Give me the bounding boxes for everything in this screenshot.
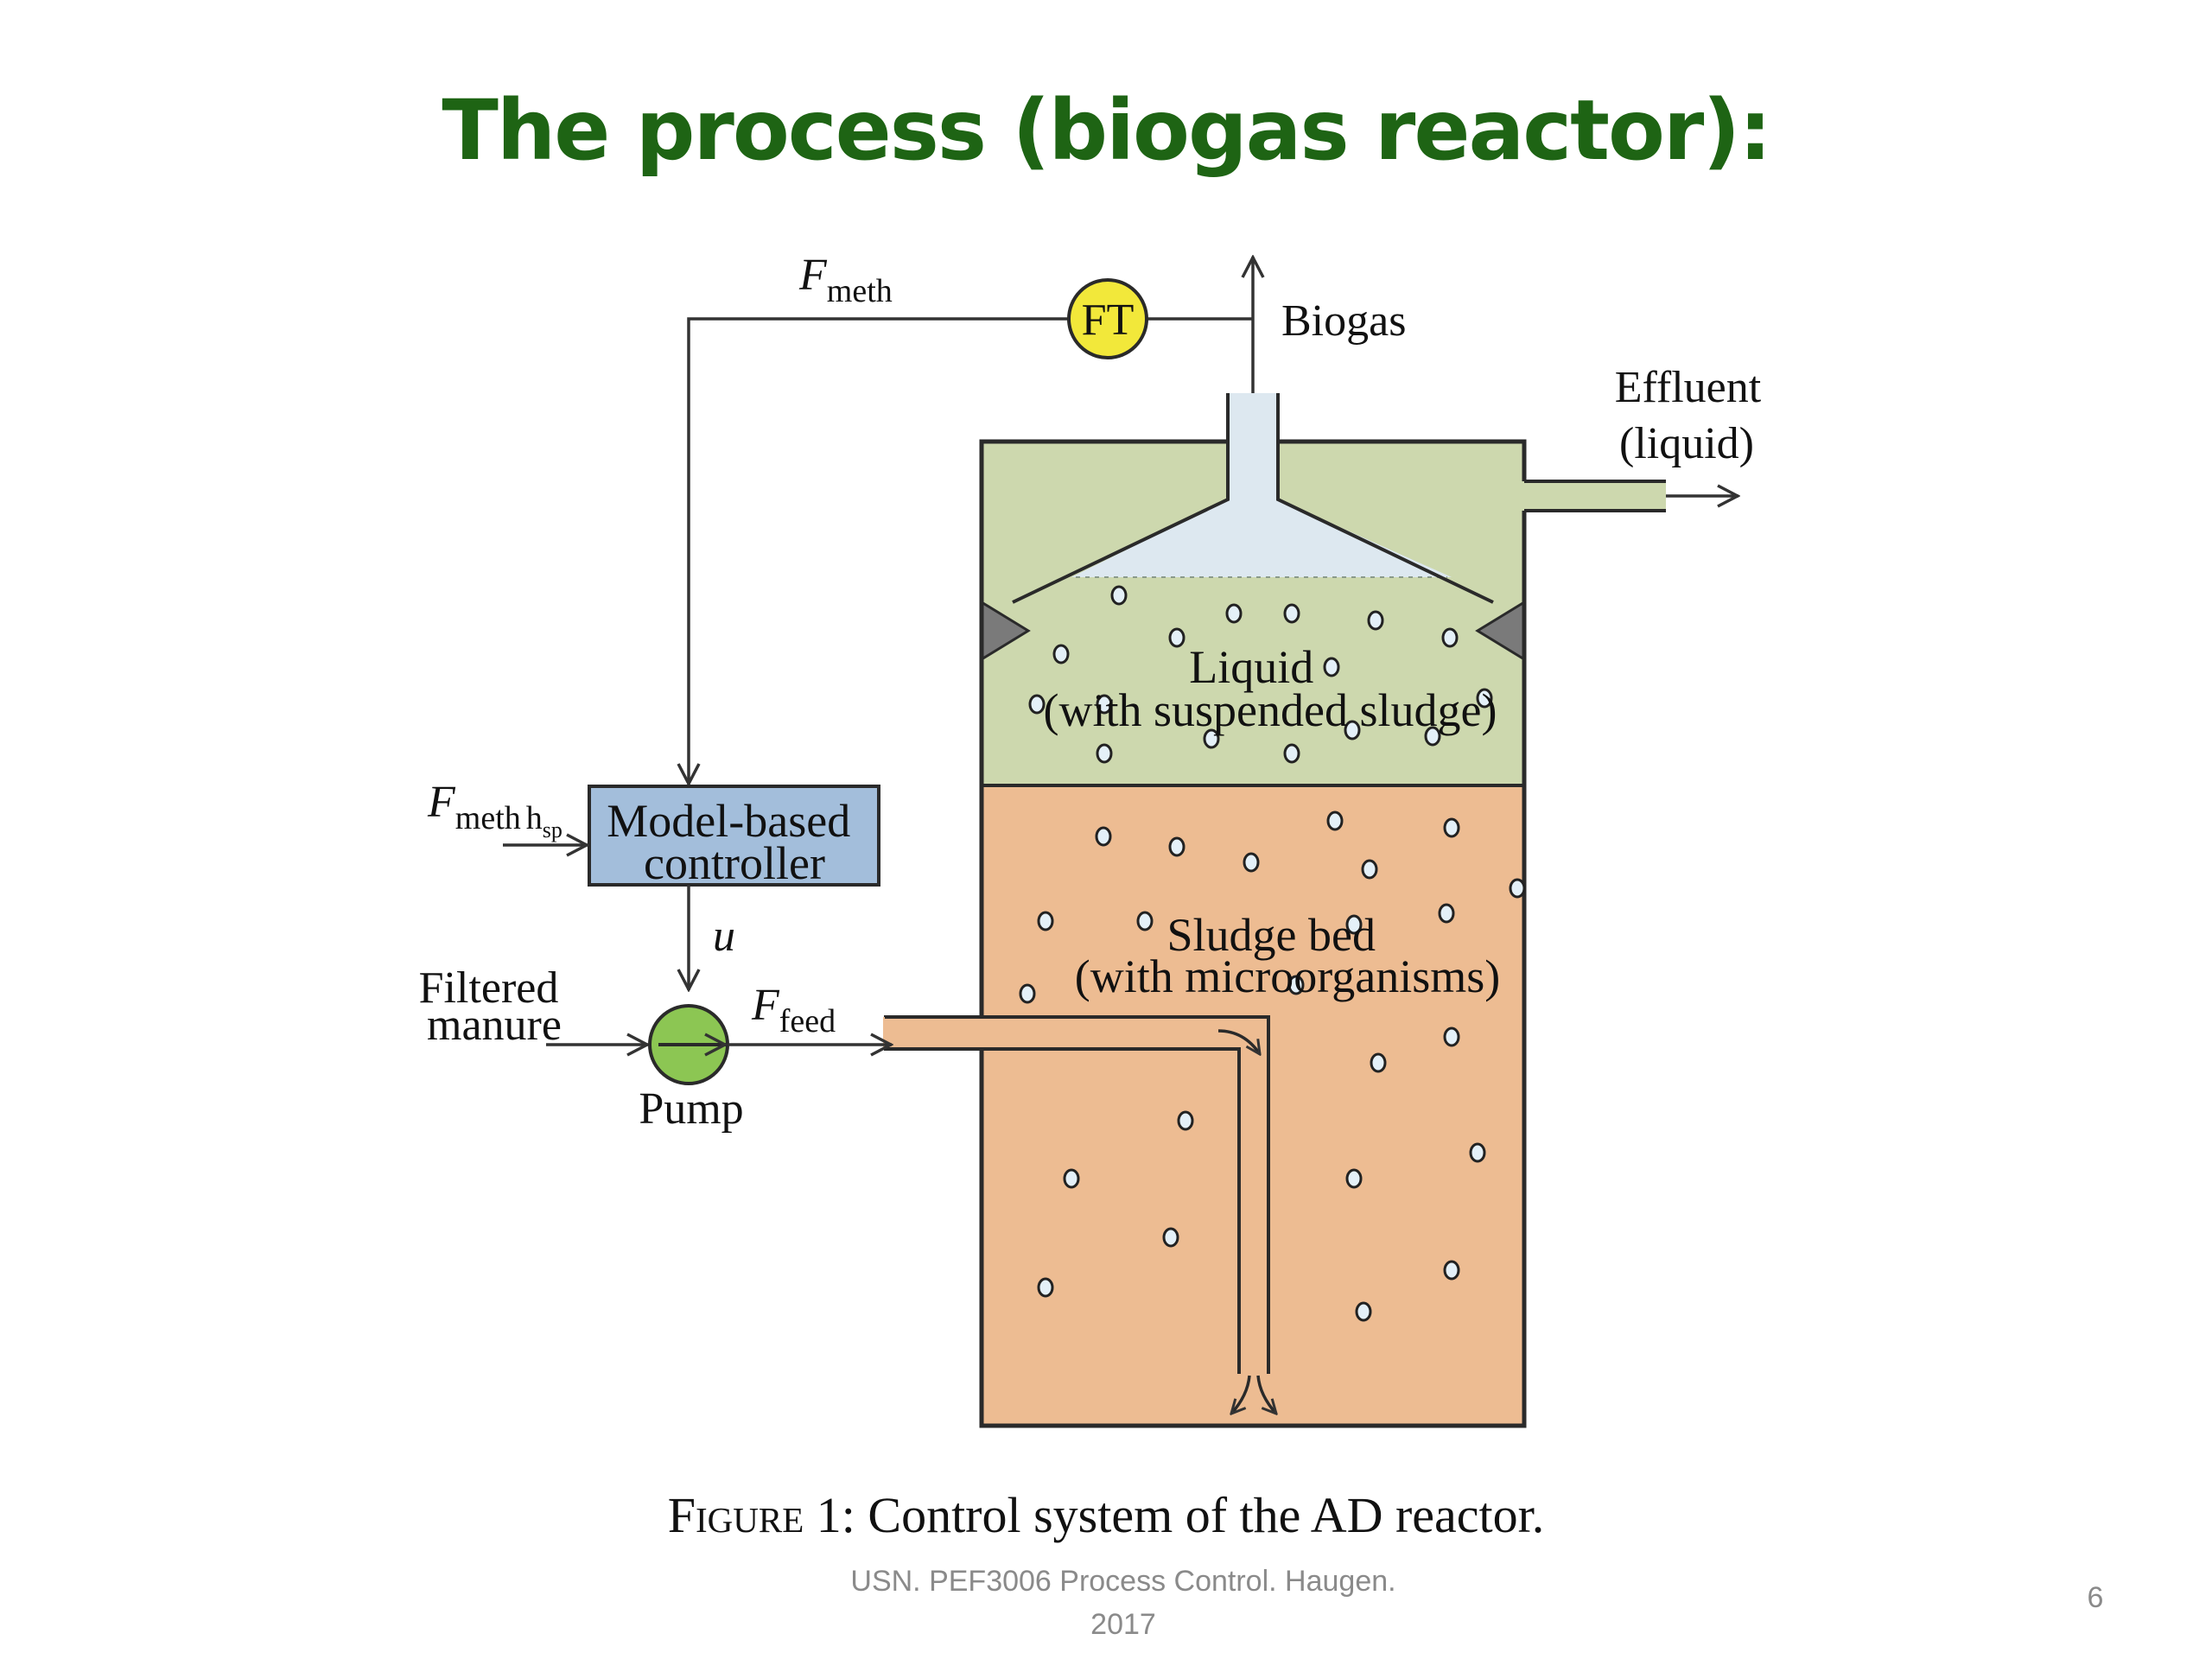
bubble: [1344, 720, 1361, 741]
u-label: u: [713, 912, 735, 961]
bubble: [1443, 1027, 1460, 1047]
feed-outlet-arrow-left: [1231, 1375, 1251, 1414]
bubble: [1019, 983, 1036, 1004]
feed-outlet-arrow-right: [1256, 1375, 1276, 1414]
bubble: [1037, 1277, 1054, 1298]
effluent-label: Effluent (liquid): [1615, 363, 1772, 468]
bubble: [1361, 859, 1378, 880]
figure-caption-label: Figure 1: [667, 1487, 842, 1543]
bubble: [1283, 603, 1300, 624]
bubble: [1443, 817, 1460, 838]
bubble: [1136, 911, 1154, 931]
bubble: [1096, 694, 1113, 715]
bubble: [1509, 878, 1526, 899]
f-meth-label: Fmeth: [798, 251, 893, 309]
bubble: [1168, 627, 1185, 648]
slide-title: The process (biogas reactor):: [442, 82, 1771, 179]
filtered-manure-label: Filtered manure: [419, 963, 570, 1050]
bubble: [1203, 728, 1220, 749]
footer-line-2: 2017: [1090, 1608, 1156, 1641]
bubble: [1476, 688, 1493, 709]
bubble: [1345, 1168, 1363, 1189]
bubble: [1096, 743, 1113, 764]
bubble: [1370, 1052, 1387, 1073]
controller-label-line1: Model-based: [607, 795, 850, 847]
controller-label-line2: controller: [644, 837, 825, 889]
bubbles: [1019, 585, 1526, 1322]
bubble: [1243, 852, 1260, 873]
bubble: [1095, 826, 1112, 847]
bubble: [1287, 975, 1305, 995]
effluent-pipe: [1522, 480, 1738, 512]
bubble: [1355, 1301, 1372, 1322]
bubble: [1037, 911, 1054, 931]
gas-hood-left: [1012, 393, 1230, 604]
liquid-zone-label: Liquid (with suspended sludge): [1044, 641, 1497, 736]
bubble: [1424, 726, 1441, 747]
bubble: [1326, 810, 1344, 831]
gas-hood-right: [1276, 393, 1494, 604]
bubble: [1052, 644, 1070, 664]
figure-caption-text: : Control system of the AD reactor.: [841, 1487, 1545, 1543]
bubble: [1063, 1168, 1080, 1189]
bubble: [1323, 657, 1340, 677]
sludge-bed-label: Sludge bed (with microorganisms): [1075, 909, 1500, 1002]
flow-transmitter-label: FT: [1082, 296, 1135, 345]
pump-label: Pump: [639, 1084, 743, 1134]
bubble: [1162, 1227, 1179, 1248]
gas-hood-fill: [1071, 393, 1452, 577]
bubble: [1168, 836, 1185, 857]
reactor-wall: [979, 439, 1527, 1428]
figure-caption: Figure 1: Control system of the AD react…: [0, 1486, 2212, 1544]
svg-text:Model-based controller: Model-based controller: [607, 795, 861, 889]
bubble: [1177, 1110, 1194, 1131]
reactor-wall-top-right: [1278, 439, 1527, 481]
bubble: [1469, 1142, 1486, 1163]
bubble: [1028, 694, 1046, 715]
feedback-signal-line: [689, 317, 1069, 785]
bubble: [1225, 603, 1243, 624]
f-feed-label: Ffeed: [751, 981, 836, 1039]
bubble: [1345, 914, 1363, 935]
footer-line-1: USN. PEF3006 Process Control. Haugen.: [850, 1565, 1396, 1598]
bubble: [1438, 903, 1455, 924]
bubble: [1283, 743, 1300, 764]
page-number: 6: [2087, 1581, 2104, 1614]
bubble: [1443, 1260, 1460, 1281]
model-based-controller[interactable]: Model-based controller: [588, 785, 880, 889]
reactor: [979, 393, 1527, 1428]
flow-transmitter[interactable]: FT: [1067, 278, 1148, 359]
slide-footer: USN. PEF3006 Process Control. Haugen. 20…: [778, 1560, 1469, 1646]
bubble: [1441, 627, 1459, 648]
biogas-label: Biogas: [1281, 296, 1406, 346]
feed-turn-arrow: [1217, 1029, 1260, 1054]
feed-pipe: [883, 1015, 1276, 1414]
pump[interactable]: [648, 1004, 729, 1085]
bubble: [1110, 585, 1128, 606]
bubble: [1367, 610, 1384, 631]
